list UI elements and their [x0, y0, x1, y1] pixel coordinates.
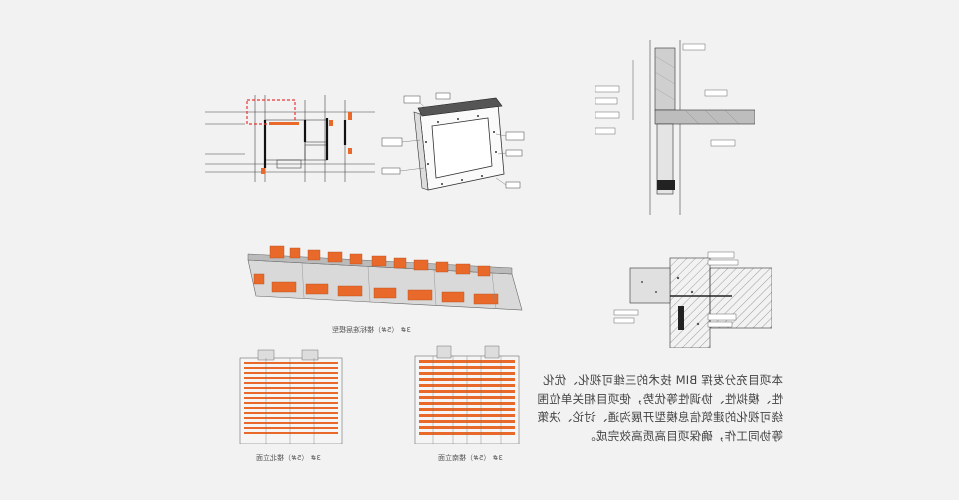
- joint-section-detail: [612, 248, 773, 349]
- window-frame-isometric: [378, 92, 526, 202]
- description-line: 本项目充分发挥 BIM 技术的三维可视化、优化: [542, 373, 783, 387]
- description-line: 等协同工作，确保项目高质高效完成。: [584, 428, 783, 443]
- south-elevation-caption: 3# （5#）楼南立面: [438, 454, 503, 462]
- south-elevation-drawing: [413, 344, 521, 445]
- standard-floor-model-caption: 3# （5#）楼标准层模型: [332, 326, 411, 334]
- north-elevation-drawing: [238, 348, 344, 445]
- wall-section-detail: [594, 40, 756, 215]
- floor-plan-drawing: [205, 90, 375, 182]
- standard-floor-model: [242, 238, 528, 322]
- project-description: 本项目充分发挥 BIM 技术的三维可视化、优化 性、模拟性、协调性等优势，使项目…: [537, 371, 783, 445]
- description-line: 性、模拟性、协调性等优势，使项目相关单位围: [537, 391, 783, 406]
- description-line: 绕可视化的建筑信息模型开展沟通、讨论、决策: [537, 410, 783, 424]
- north-elevation-caption: 3# （5#）楼北立面: [256, 454, 321, 462]
